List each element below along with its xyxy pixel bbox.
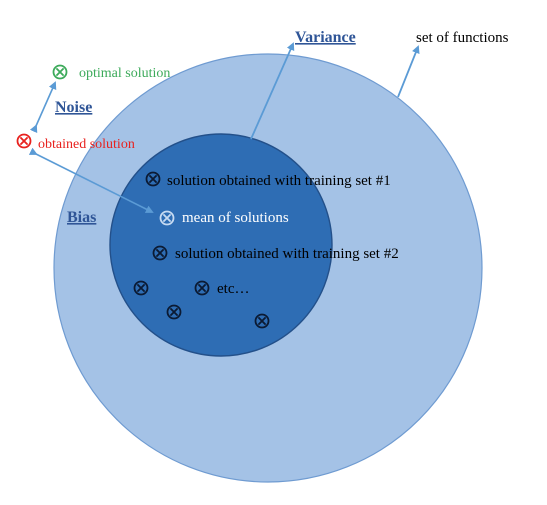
obtained-solution-label: obtained solution [38,137,135,152]
optimal-solution-marker-icon [52,64,68,80]
solution-marker-icon [166,304,182,320]
solution-set2-label: solution obtained with training set #2 [175,246,399,262]
bias-heading: Bias [67,209,96,226]
solutions-circle [109,133,333,357]
set-of-functions-arrow [397,45,420,98]
variance-arrow [250,42,295,140]
noise-heading: Noise [55,99,92,116]
etc-label: etc… [217,281,249,297]
mean-of-solutions-label: mean of solutions [182,210,289,226]
optimal-solution-label: optimal solution [79,66,170,81]
solution-set1-marker-icon [145,171,161,187]
solution-marker-icon [194,280,210,296]
bias-arrow [28,147,154,213]
solution-marker-icon [133,280,149,296]
obtained-solution-marker-icon [16,133,32,149]
noise-arrow [29,81,57,134]
mean-of-solutions-marker-icon [159,210,175,226]
solution-set1-label: solution obtained with training set #1 [167,173,391,189]
variance-heading: Variance [295,29,356,46]
set-of-functions-label: set of functions [416,30,509,46]
solution-marker-icon [254,313,270,329]
solution-set2-marker-icon [152,245,168,261]
